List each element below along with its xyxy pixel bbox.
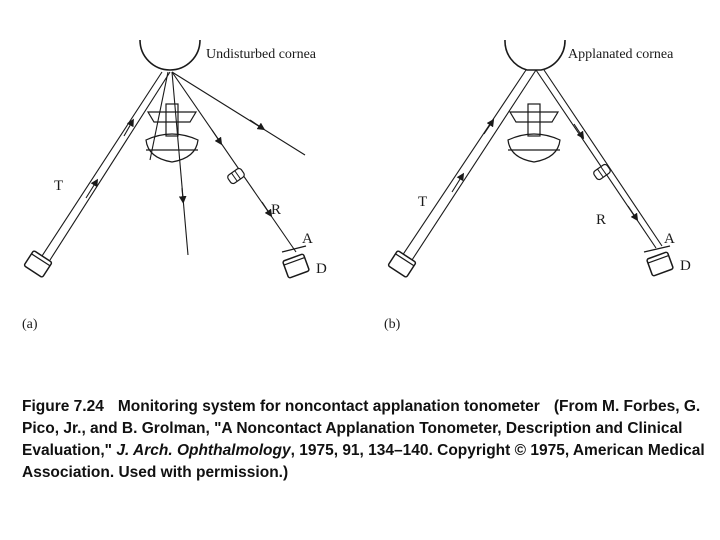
panel-label: (a) xyxy=(22,317,38,332)
lens-assembly xyxy=(145,103,199,163)
reflected-beam xyxy=(171,71,297,253)
panel-label: (b) xyxy=(384,317,401,332)
aperture xyxy=(643,245,671,253)
transmitter-label: T xyxy=(418,194,427,210)
citation-part2: , 1975, 91, 134–140. Copyright © 1975, A… xyxy=(22,442,705,481)
lens-assembly xyxy=(507,103,561,163)
figure-caption: Figure 7.24 Monitoring system for noncont… xyxy=(22,396,712,484)
citation-part1: (From M. Forbes, G. Pico, Jr., and B. Gr… xyxy=(22,398,701,459)
journal-name: J. Arch. Ophthalmology xyxy=(116,442,291,459)
transmitter-beam xyxy=(41,71,171,261)
figure-title: Monitoring system for noncontact applana… xyxy=(117,398,540,415)
receiver-label: R xyxy=(271,202,281,218)
transmitter-source xyxy=(387,250,417,278)
detector-label: D xyxy=(316,261,327,277)
figure-number: Figure 7.24 xyxy=(22,398,104,415)
receiver-lens xyxy=(593,163,611,181)
transmitter-beam xyxy=(401,69,537,261)
receiver-lens xyxy=(227,167,245,185)
reflected-beam xyxy=(535,69,663,249)
detector-label: D xyxy=(680,258,691,274)
aperture-label: A xyxy=(664,231,675,247)
cornea-undisturbed xyxy=(139,39,201,71)
aperture xyxy=(281,245,307,253)
detector xyxy=(646,251,674,277)
transmitter-source xyxy=(23,250,53,278)
detector xyxy=(282,253,310,279)
cornea-label: Undisturbed cornea xyxy=(206,47,317,62)
aperture-label: A xyxy=(302,231,313,247)
transmitter-label: T xyxy=(54,178,63,194)
cornea-label: Applanated cornea xyxy=(568,47,674,62)
panel-a: Undisturbed cornea T R A D (a) xyxy=(22,39,327,332)
receiver-label: R xyxy=(596,212,606,228)
scattered-rays xyxy=(149,71,306,256)
cornea-applanated xyxy=(504,39,566,71)
tonometer-diagram: Undisturbed cornea T R A D (a) xyxy=(22,39,691,332)
panel-b: Applanated cornea T R A D (b) xyxy=(384,39,691,332)
